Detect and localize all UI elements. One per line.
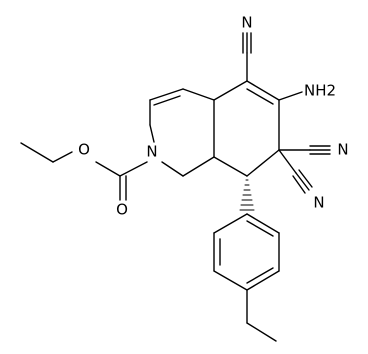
bond-n-c1 bbox=[161, 161, 184, 177]
bond-n-carbonyl bbox=[119, 161, 148, 177]
bond-c4a-c5 bbox=[213, 80, 248, 101]
bond-carbonyl-o-ether bbox=[95, 161, 121, 177]
bond-ar-inner-2 bbox=[246, 267, 274, 284]
bond-c4-c3-double-a bbox=[149, 88, 184, 101]
bond-c8-c8a bbox=[213, 156, 248, 177]
bond-c4-c3-double-b bbox=[153, 95, 181, 106]
atom-ether-o: O bbox=[78, 141, 90, 159]
atom-cyano-lower-n: N bbox=[313, 194, 324, 212]
bond-c6-nh2 bbox=[278, 91, 303, 101]
bond-ar4-ar5 bbox=[246, 270, 280, 291]
atom-amino-nh2: NH2 bbox=[304, 82, 336, 100]
atom-carbonyl-o: O bbox=[116, 201, 128, 219]
bond-cn-lower-triple-a bbox=[292, 175, 306, 194]
bond-c4a-c4 bbox=[182, 88, 215, 101]
bond-c1-c8a bbox=[182, 156, 215, 177]
bond-c2-n bbox=[149, 124, 155, 143]
bond-ar3-ar4 bbox=[213, 270, 248, 291]
atom-cyano-right-n: N bbox=[337, 141, 348, 159]
atom-cyano-top-n: N bbox=[241, 14, 252, 32]
bond-cn-lower-triple-b bbox=[295, 172, 310, 191]
bond-c7-cn-lower bbox=[278, 149, 297, 174]
bond-ar6-ar1 bbox=[246, 213, 280, 234]
bond-ch2-ch3 bbox=[246, 322, 277, 342]
bond-ch2-ch3-ester bbox=[20, 142, 54, 163]
bond-o-ch2 bbox=[52, 151, 73, 163]
bond-ar1-ar2 bbox=[213, 213, 248, 234]
bond-cn-lower-triple-c bbox=[298, 169, 313, 188]
bond-c7-c8 bbox=[246, 149, 280, 177]
atom-ring-n: N bbox=[146, 143, 157, 161]
bond-c5-c6-a bbox=[246, 80, 280, 101]
bond-ar-inner-3 bbox=[246, 220, 274, 237]
bond-c5-c6-b bbox=[246, 88, 274, 105]
hashed-wedge-c8-aryl bbox=[239, 179, 255, 211]
